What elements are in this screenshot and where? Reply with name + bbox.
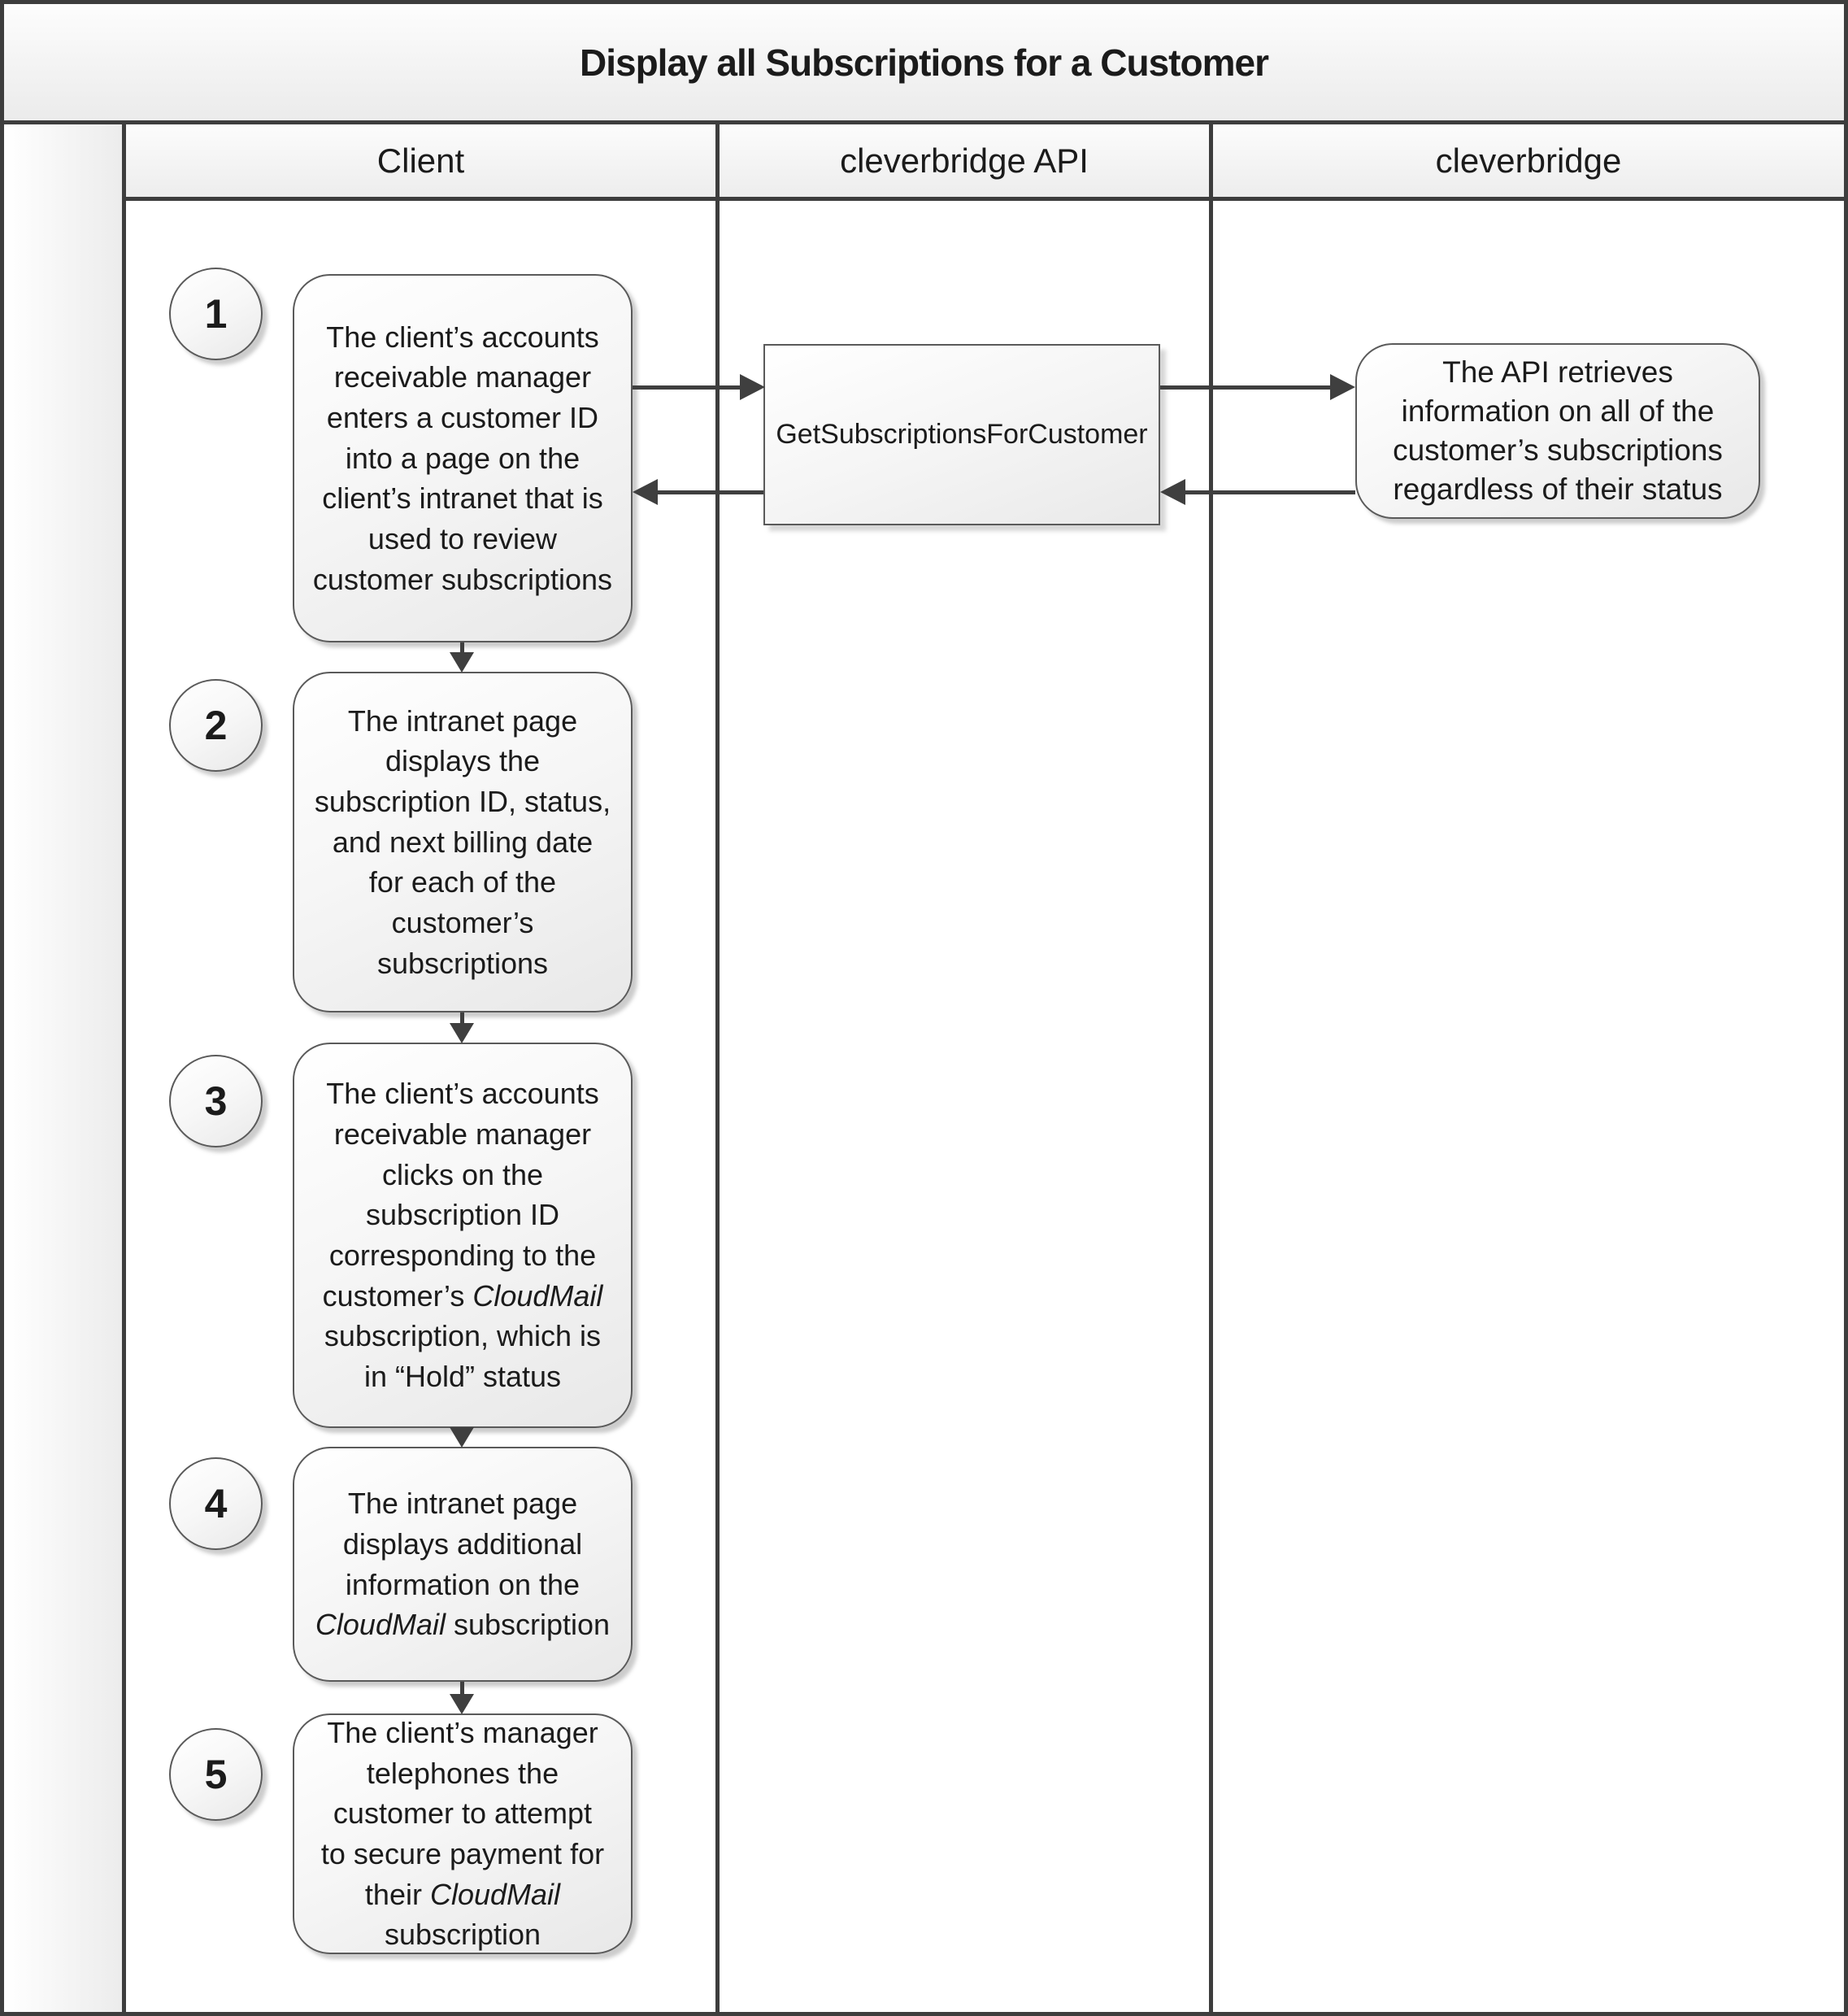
lane-header-bottom-border — [126, 197, 1844, 201]
arrowhead-step3 — [450, 1023, 474, 1043]
arrowhead-step5 — [450, 1694, 474, 1714]
arrowhead-step2 — [450, 652, 474, 673]
connector-step2-step3 — [460, 1012, 464, 1027]
api-call-label: GetSubscriptionsForCustomer — [776, 419, 1148, 450]
arrow-client-to-api-head — [740, 374, 765, 400]
page-title: Display all Subscriptions for a Customer — [580, 41, 1269, 84]
title-separator — [4, 120, 1844, 124]
step-number: 2 — [204, 703, 228, 748]
arrow-client-to-api-stem — [633, 385, 744, 390]
title-band: Display all Subscriptions for a Customer — [4, 4, 1844, 120]
step-number-badge: 3 — [169, 1055, 263, 1147]
arrow-api-to-client-head — [633, 479, 658, 505]
connector-step4-step5 — [460, 1682, 464, 1700]
arrow-api-to-client-stem — [655, 490, 763, 494]
step-number-badge: 2 — [169, 679, 263, 772]
arrow-api-to-cleverbridge-stem — [1160, 385, 1333, 390]
lane-divider-client-api — [715, 124, 720, 2012]
lane-header-cleverbridge-api-label: cleverbridge API — [840, 141, 1089, 180]
arrow-cleverbridge-to-api-head — [1160, 479, 1185, 505]
step-number-badge: 1 — [169, 268, 263, 360]
lane-header-client: Client — [126, 124, 715, 197]
step-number: 3 — [204, 1078, 228, 1124]
step-number: 5 — [204, 1752, 228, 1797]
left-strip-border — [122, 124, 126, 2012]
lane-header-cleverbridge: cleverbridge — [1213, 124, 1844, 197]
step-number-badge: 4 — [169, 1457, 263, 1550]
arrowhead-step4 — [450, 1427, 474, 1448]
lane-header-cleverbridge-api: cleverbridge API — [720, 124, 1209, 197]
arrow-api-to-cleverbridge-head — [1330, 374, 1355, 400]
api-call-box: GetSubscriptionsForCustomer — [763, 344, 1160, 525]
step-number-badge: 5 — [169, 1728, 263, 1821]
lane-header-client-label: Client — [376, 141, 465, 180]
connector-step1-step2 — [460, 642, 464, 659]
step-number: 4 — [204, 1481, 228, 1526]
left-margin-strip — [4, 124, 122, 2012]
lane-header-cleverbridge-label: cleverbridge — [1435, 141, 1622, 180]
step-number: 1 — [204, 291, 228, 337]
lane-divider-api-cleverbridge — [1209, 124, 1213, 2012]
arrow-cleverbridge-to-api-stem — [1183, 490, 1355, 494]
